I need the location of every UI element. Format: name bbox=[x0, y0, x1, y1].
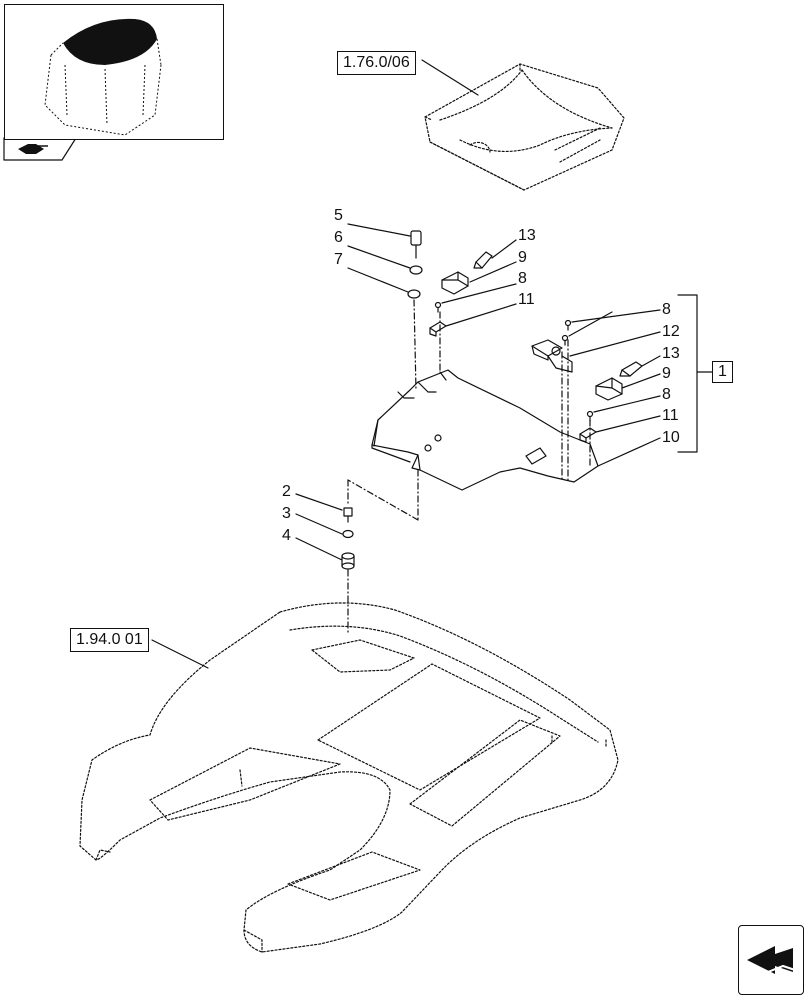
callout-13a: 13 bbox=[518, 227, 536, 244]
leader-6 bbox=[347, 245, 411, 269]
leader-8a bbox=[441, 283, 517, 304]
leader-11a bbox=[445, 303, 517, 327]
callout-8a: 8 bbox=[518, 270, 527, 287]
clamp-11a-part bbox=[429, 321, 447, 337]
leader-11b bbox=[595, 415, 661, 433]
tractor-cab-roof-thumbnail-icon bbox=[44, 18, 162, 136]
mounting-plate-part bbox=[371, 369, 599, 491]
clamp-11b-part bbox=[579, 427, 597, 443]
washer-3-part bbox=[342, 529, 354, 539]
ref-roof-cover[interactable]: 1.76.0/06 bbox=[337, 51, 416, 75]
leader-cab-frame bbox=[151, 639, 209, 669]
bolt-5-part bbox=[410, 230, 422, 259]
leader-4 bbox=[295, 537, 343, 561]
clip-13b-part bbox=[619, 361, 643, 377]
callout-8c: 8 bbox=[662, 386, 671, 403]
pointing-hand-icon bbox=[18, 144, 48, 154]
ref-kit[interactable]: 1 bbox=[712, 361, 733, 383]
washer-7-part bbox=[407, 289, 421, 299]
callout-11a: 11 bbox=[518, 291, 535, 308]
thumbnail-panel bbox=[4, 4, 224, 140]
connector-9a-part bbox=[441, 271, 469, 295]
next-page-button[interactable] bbox=[738, 925, 804, 995]
clip-13a-part bbox=[473, 251, 493, 269]
leader-8c bbox=[593, 395, 661, 413]
leader-3 bbox=[295, 513, 343, 535]
assembly-axis-lines bbox=[347, 299, 591, 633]
callout-13b: 13 bbox=[662, 345, 680, 362]
callout-10: 10 bbox=[662, 429, 680, 446]
leader-7 bbox=[347, 267, 409, 293]
roof-cover-part bbox=[424, 63, 625, 191]
leader-8b-2 bbox=[568, 311, 613, 337]
screw-8c-part bbox=[586, 410, 594, 422]
washer-6-part bbox=[409, 265, 423, 275]
callout-7: 7 bbox=[334, 251, 343, 268]
screw-2-part bbox=[343, 507, 353, 523]
leader-12 bbox=[569, 331, 661, 357]
leader-9a bbox=[469, 261, 517, 283]
cab-roof-frame-part bbox=[79, 602, 619, 953]
screw-8a-part bbox=[434, 301, 442, 313]
leader-5 bbox=[347, 223, 411, 237]
callout-12: 12 bbox=[662, 323, 680, 340]
next-page-arrow-icon bbox=[747, 946, 796, 979]
leader-13a bbox=[491, 239, 517, 259]
connector-9b-part bbox=[595, 377, 623, 401]
leader-2 bbox=[295, 493, 343, 511]
ref-cab-frame[interactable]: 1.94.0 01 bbox=[70, 628, 149, 652]
callout-4: 4 bbox=[282, 527, 291, 544]
screws-8b-part bbox=[561, 319, 572, 346]
callout-9b: 9 bbox=[662, 365, 671, 382]
callout-9a: 9 bbox=[518, 249, 527, 266]
leader-8b-1 bbox=[571, 309, 661, 323]
leader-13b bbox=[641, 355, 661, 367]
callout-8b: 8 bbox=[662, 301, 671, 318]
spacer-4-part bbox=[341, 552, 355, 570]
callout-6: 6 bbox=[334, 229, 343, 246]
leader-10 bbox=[597, 437, 661, 467]
callout-5: 5 bbox=[334, 207, 343, 224]
leader-roof-cover bbox=[421, 59, 479, 96]
leader-9b bbox=[621, 373, 661, 389]
callout-3: 3 bbox=[282, 505, 291, 522]
callout-2: 2 bbox=[282, 483, 291, 500]
view-tab-outline bbox=[3, 137, 77, 161]
kit-bracket bbox=[677, 294, 698, 453]
bracket-12-part bbox=[531, 339, 573, 373]
callout-11b: 11 bbox=[662, 407, 679, 424]
